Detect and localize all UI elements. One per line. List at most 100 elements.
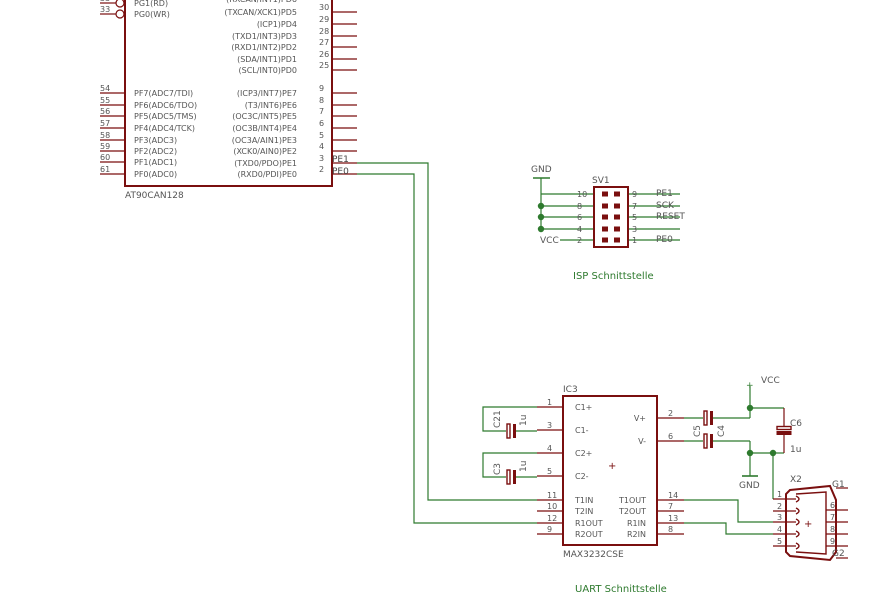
connector-origin-mark: + <box>804 519 812 530</box>
max-pin-name: V- <box>638 437 646 446</box>
c6-value: 1u <box>790 445 801 455</box>
connector-pin-number: 9 <box>830 537 835 546</box>
isp-pin-right <box>614 214 620 220</box>
isp-header-body <box>593 186 629 248</box>
max-pin-number: 13 <box>668 514 678 523</box>
isp-net-label: PE1 <box>656 189 673 199</box>
isp-pin-number: 7 <box>632 202 637 211</box>
max-pin-name: C2- <box>575 472 589 481</box>
isp-pin-number: 4 <box>577 225 582 234</box>
labels: 33PG1(RD)33PG0(WR)54PF7(ADC7/TDI)55PF6(A… <box>100 0 845 595</box>
max-pin-number: 8 <box>668 525 673 534</box>
max-body <box>562 395 658 546</box>
connector-g1: G1 <box>832 480 845 490</box>
db9-pin-glyph <box>795 518 800 526</box>
c3-plate-pos <box>506 469 511 485</box>
uart-title: UART Schnittstelle <box>575 584 667 595</box>
mcu-pin-number: 56 <box>100 107 110 116</box>
mcu-pin-number: 3 <box>319 154 324 163</box>
inverter-bubble <box>115 9 125 19</box>
connector-pin-number: 8 <box>830 525 835 534</box>
isp-pin-number: 2 <box>577 236 582 245</box>
connector-pin-number: 2 <box>777 502 782 511</box>
isp-pin-number: 5 <box>632 213 637 222</box>
c4-plate-neg <box>710 434 713 448</box>
wire-t1out-db9 <box>684 499 773 523</box>
mcu-pin-name: PF6(ADC6/TDO) <box>134 101 197 110</box>
mcu-pin-number: 9 <box>319 84 324 93</box>
c6-ref: C6 <box>790 419 802 429</box>
max-pin-name: V+ <box>634 414 646 423</box>
mcu-pin-number: 4 <box>319 142 324 151</box>
c21-plate-neg <box>513 424 516 438</box>
max-pin-name: T1OUT <box>618 496 646 505</box>
c6-plate-neg <box>776 431 792 435</box>
max-pin-name: C1- <box>575 426 589 435</box>
vcc-marker: + <box>746 381 754 391</box>
mcu-pin-number: 60 <box>100 153 110 162</box>
c5-plate-pos <box>703 410 708 426</box>
c21-plate-pos <box>506 423 511 439</box>
isp-title: ISP Schnittstelle <box>573 271 654 282</box>
db9-pin-glyph <box>795 530 800 538</box>
mcu-part-name: AT90CAN128 <box>125 191 184 201</box>
c6-plate-pos <box>776 425 792 431</box>
max-pin-name: T2IN <box>574 507 593 516</box>
c3-value: 1u <box>519 461 529 472</box>
wires <box>357 162 784 535</box>
max-pin-number: 14 <box>668 491 678 500</box>
max-part-name: MAX3232CSE <box>563 550 624 560</box>
mcu-pin-name: PG1(RD) <box>134 0 168 8</box>
mcu-pin-number: 33 <box>100 0 110 3</box>
isp-net-label: PE0 <box>656 235 673 245</box>
mcu-pin-name: (RXD0/PDI)PE0 <box>237 170 297 179</box>
mcu-pin-number: 58 <box>100 131 110 140</box>
isp-net-label: RESET <box>656 212 685 222</box>
max-pin-name: C1+ <box>575 403 592 412</box>
mcu-pin-number: 2 <box>319 165 324 174</box>
db9-pin-glyph <box>795 495 800 503</box>
connector-ref: X2 <box>790 475 802 485</box>
wire-pe1-t1in <box>357 162 537 501</box>
isp-pin-number: 1 <box>632 236 637 245</box>
max-pin-number: 2 <box>668 409 673 418</box>
connector-pin-number: 5 <box>777 537 782 546</box>
max-pin-number: 3 <box>547 421 552 430</box>
mcu-pin-number: 55 <box>100 96 110 105</box>
mcu-pin-name: (OC3A/AIN1)PE3 <box>232 136 297 145</box>
isp-pin-number: 10 <box>577 190 587 199</box>
mcu-pin-number: 8 <box>319 96 324 105</box>
c4-ref: C4 <box>717 425 727 437</box>
max-pin-number: 5 <box>547 467 552 476</box>
max-pin-number: 1 <box>547 398 552 407</box>
mcu-pin-name: PF5(ADC5/TMS) <box>134 112 197 121</box>
connector-pin-number: 3 <box>777 513 782 522</box>
mcu-pin-number: 61 <box>100 165 110 174</box>
net-label-pe0: PE0 <box>332 167 349 177</box>
isp-pin-number: 9 <box>632 190 637 199</box>
max-pin-number: 6 <box>668 432 673 441</box>
connector-pin-number: 4 <box>777 525 782 534</box>
isp-ref: SV1 <box>592 176 610 186</box>
isp-pin-left <box>602 226 608 232</box>
c21-wire <box>482 406 537 432</box>
isp-pin-right <box>614 203 620 209</box>
mcu-pin-name: (ICP1)PD4 <box>257 20 297 29</box>
inverter-bubble <box>115 0 125 8</box>
mcu-pin-number: 26 <box>319 50 329 59</box>
junction-dot <box>746 404 754 412</box>
c5-plate-neg <box>710 411 713 425</box>
mcu-pin-name: PF2(ADC2) <box>134 147 177 156</box>
vcc-label: VCC <box>761 376 780 386</box>
max-pin-name: R1IN <box>627 519 646 528</box>
mcu-pin-name: (TXCAN/XCK1)PD5 <box>224 8 297 17</box>
max-pin-number: 12 <box>547 514 557 523</box>
c3-wire <box>482 452 537 478</box>
mcu-pin-name: (RXD1/INT2)PD2 <box>231 43 297 52</box>
gnd-label: GND <box>739 481 760 491</box>
mcu-pin-name: (RXCAN/INT1)PD6 <box>226 0 297 4</box>
isp-pin-number: 8 <box>577 202 582 211</box>
isp-pin-right <box>614 226 620 232</box>
wire-pe0-r1out <box>357 173 537 524</box>
